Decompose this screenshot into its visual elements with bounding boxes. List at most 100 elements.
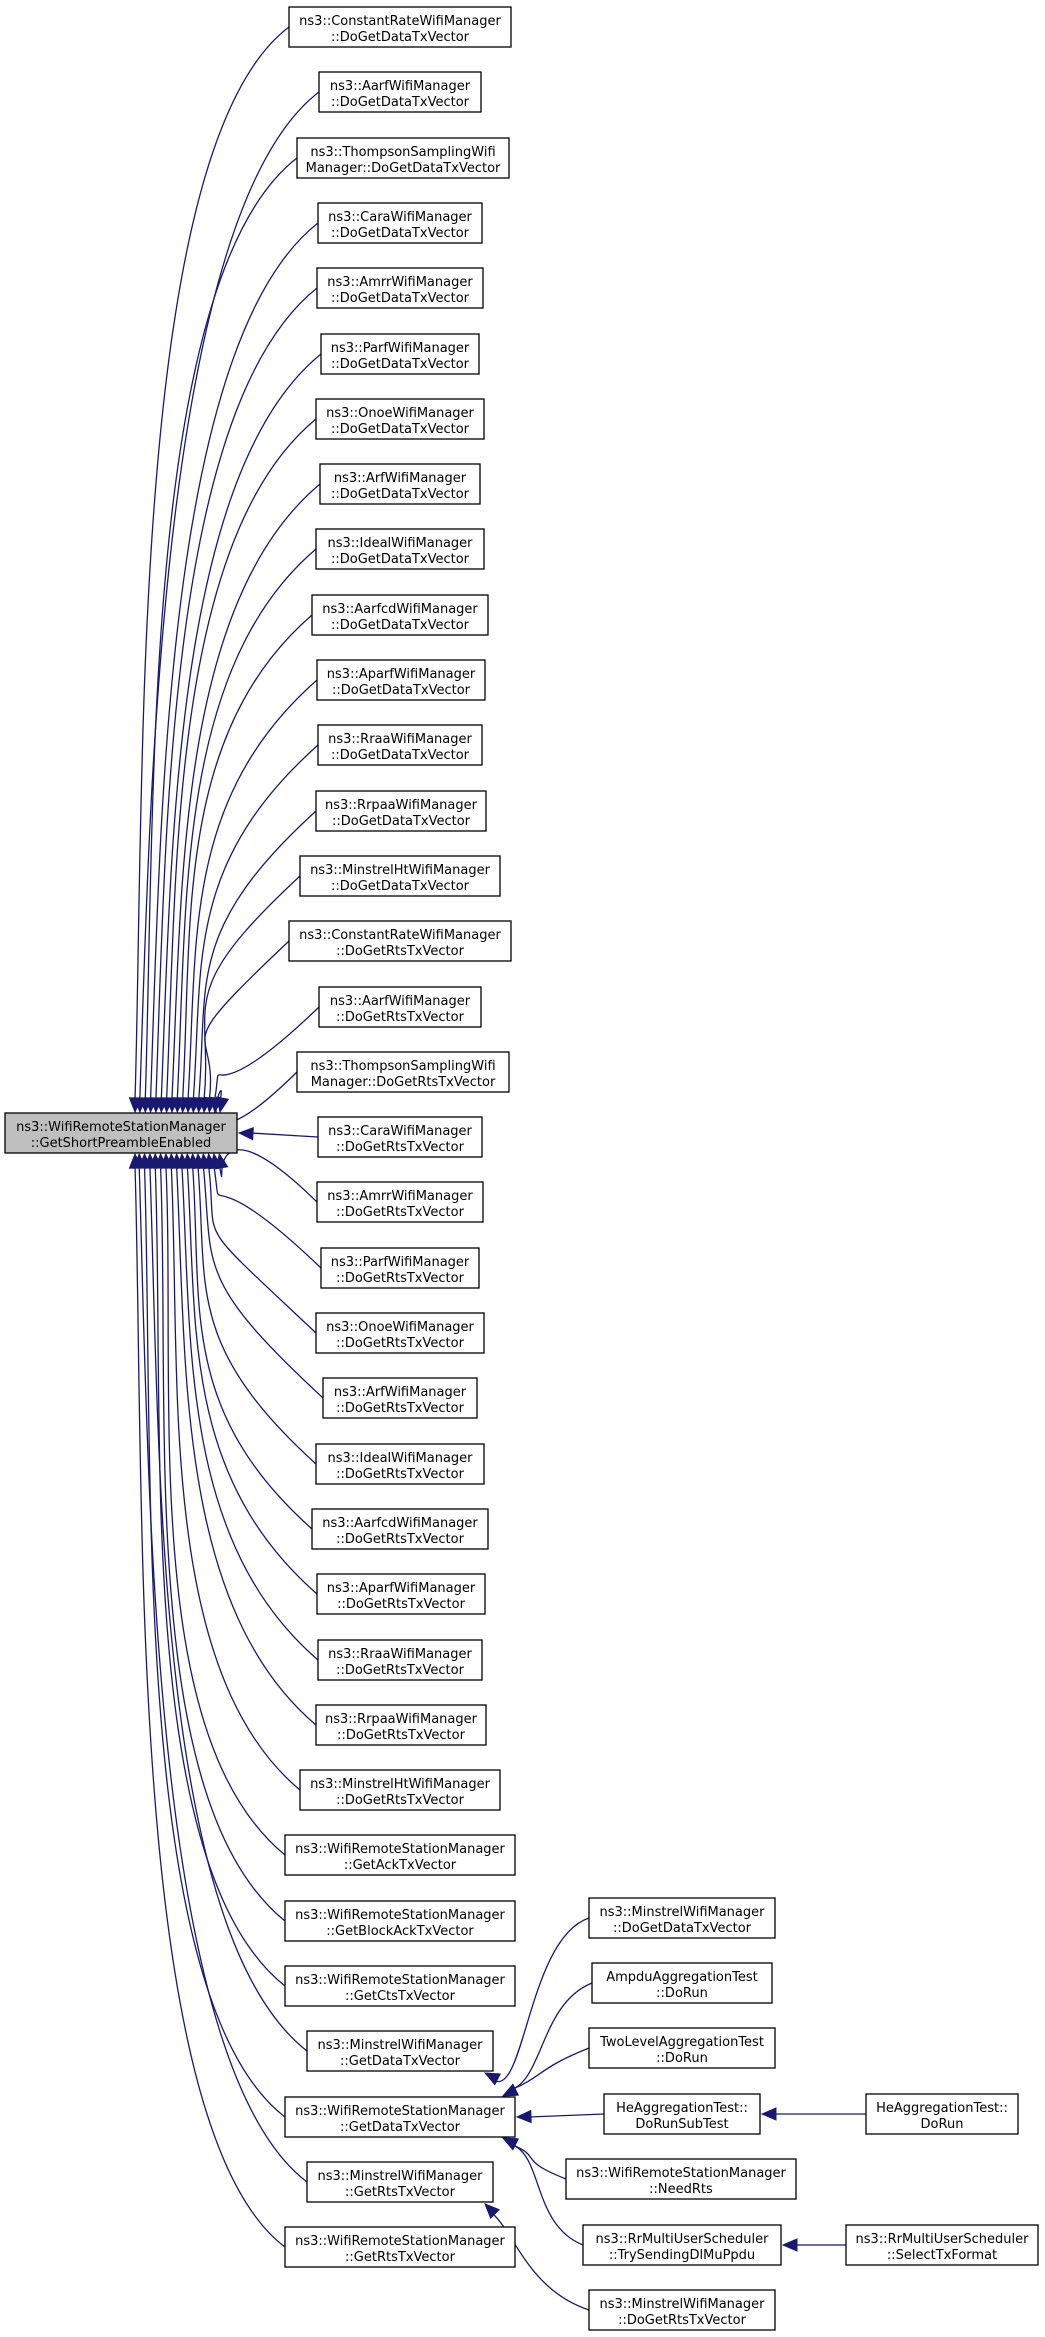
node-box	[316, 1573, 486, 1615]
node-amrrwifimanager-dogetrtstxvector[interactable]: ns3::AmrrWifiManager::DoGetRtsTxVector	[316, 1181, 484, 1223]
node-label-line2: ::GetDataTxVector	[340, 2054, 461, 2069]
node-amrrwifimanager-dogetdatatxvector[interactable]: ns3::AmrrWifiManager::DoGetDataTxVector	[316, 267, 484, 309]
edge-caller-14	[204, 940, 290, 1101]
node-rraawifimanager-dogetrtstxvector[interactable]: ns3::RraaWifiManager::DoGetRtsTxVector	[317, 1639, 483, 1681]
node-box	[318, 986, 482, 1028]
node-label-line1: ns3::MinstrelWifiManager	[317, 2038, 483, 2053]
node-carawifimanager-dogetdatatxvector[interactable]: ns3::CaraWifiManager::DoGetDataTxVector	[317, 202, 483, 244]
node-box	[315, 790, 487, 832]
node-thompsonsamplingwifi-manager-dogetrtstxvector[interactable]: ns3::ThompsonSamplingWifiManager::DoGetR…	[296, 1051, 510, 1093]
edge-caller-28	[165, 1165, 286, 1856]
node-label-line1: ns3::AmrrWifiManager	[327, 1189, 473, 1204]
node-label-line1: HeAggregationTest::	[616, 2101, 748, 2116]
node-twolevelaggregationtest-dorun[interactable]: TwoLevelAggregationTest::DoRun	[588, 2027, 776, 2069]
node-box	[317, 1639, 483, 1681]
node-carawifimanager-dogetrtstxvector[interactable]: ns3::CaraWifiManager::DoGetRtsTxVector	[317, 1116, 483, 1158]
node-constantratewifimanager-dogetrtstxvector[interactable]: ns3::ConstantRateWifiManager::DoGetRtsTx…	[288, 920, 512, 962]
node-ampduaggregationtest-dorun[interactable]: AmpduAggregationTest::DoRun	[591, 1962, 773, 2004]
node-label-line1: ns3::ParfWifiManager	[331, 341, 470, 356]
node-onoewifimanager-dogetrtstxvector[interactable]: ns3::OnoeWifiManager::DoGetRtsTxVector	[315, 1312, 485, 1354]
edge-caller-12	[198, 810, 317, 1101]
node-box	[317, 1116, 483, 1158]
node-box	[316, 659, 486, 701]
node-thompsonsamplingwifi-manager-dogetdatatxvector[interactable]: ns3::ThompsonSamplingWifiManager::DoGetD…	[296, 137, 510, 179]
edge-caller-3	[149, 222, 319, 1101]
node-label-line1: ns3::MinstrelWifiManager	[599, 1905, 765, 1920]
node-minstrelwifimanager-getdatatxvector[interactable]: ns3::MinstrelWifiManager::GetDataTxVecto…	[306, 2030, 494, 2072]
node-label-line1: TwoLevelAggregationTest	[599, 2035, 764, 2050]
node-label-line1: ns3::ParfWifiManager	[331, 1255, 470, 1270]
node-box	[318, 71, 482, 113]
node-box	[317, 202, 483, 244]
edge-caller-15	[214, 1006, 320, 1101]
node-label-line1: ns3::ConstantRateWifiManager	[299, 14, 501, 29]
node-label-line1: ns3::OnoeWifiManager	[326, 406, 474, 421]
node-box	[315, 528, 485, 570]
edge-caller-4	[155, 287, 318, 1101]
node-aparfwifimanager-dogetrtstxvector[interactable]: ns3::AparfWifiManager::DoGetRtsTxVector	[316, 1573, 486, 1615]
node-parfwifimanager-dogetrtstxvector[interactable]: ns3::ParfWifiManager::DoGetRtsTxVector	[320, 1247, 480, 1289]
node-box	[284, 1834, 516, 1876]
node-label-line2: ::DoGetDataTxVector	[331, 291, 470, 306]
node-label-line1: HeAggregationTest::	[876, 2101, 1008, 2116]
node-aarfwifimanager-dogetdatatxvector[interactable]: ns3::AarfWifiManager::DoGetDataTxVector	[318, 71, 482, 113]
node-box	[299, 1769, 501, 1811]
node-wifiremotestationmanager-getblockacktxvector[interactable]: ns3::WifiRemoteStationManager::GetBlockA…	[284, 1900, 516, 1942]
node-rrmultiuserscheduler-trysendingdlmuppdu[interactable]: ns3::RrMultiUserScheduler::TrySendingDlM…	[582, 2224, 782, 2266]
node-heaggregationtest-dorun[interactable]: HeAggregationTest::DoRun	[865, 2093, 1019, 2135]
edge-caller-34-arrowhead	[128, 1152, 143, 1169]
node-idealwifimanager-dogetdatatxvector[interactable]: ns3::IdealWifiManager::DoGetDataTxVector	[315, 528, 485, 570]
edge-l2-2	[512, 2047, 590, 2090]
node-rrmultiuserscheduler-selecttxformat[interactable]: ns3::RrMultiUserScheduler::SelectTxForma…	[845, 2224, 1039, 2266]
node-wifiremotestationmanager-getacktxvector[interactable]: ns3::WifiRemoteStationManager::GetAckTxV…	[284, 1834, 516, 1876]
node-box	[315, 1443, 485, 1485]
node-arfwifimanager-dogetdatatxvector[interactable]: ns3::ArfWifiManager::DoGetDataTxVector	[319, 463, 481, 505]
node-wifiremotestationmanager-getctstxvector[interactable]: ns3::WifiRemoteStationManager::GetCtsTxV…	[284, 1965, 516, 2007]
node-wifiremotestationmanager-getrtstxvector[interactable]: ns3::WifiRemoteStationManager::GetRtsTxV…	[284, 2226, 516, 2268]
edge-caller-22	[197, 1165, 317, 1465]
node-label-line1: ns3::ArfWifiManager	[334, 1385, 467, 1400]
node-rrpaawifimanager-dogetdatatxvector[interactable]: ns3::RrpaaWifiManager::DoGetDataTxVector	[315, 790, 487, 832]
edge-caller-25	[181, 1165, 319, 1661]
node-onoewifimanager-dogetdatatxvector[interactable]: ns3::OnoeWifiManager::DoGetDataTxVector	[315, 398, 485, 440]
node-rrpaawifimanager-dogetrtstxvector[interactable]: ns3::RrpaaWifiManager::DoGetRtsTxVector	[315, 1704, 487, 1746]
edge-caller-17	[250, 1132, 319, 1138]
node-label-line1: ns3::IdealWifiManager	[327, 1451, 473, 1466]
node-minstrelwifimanager-getrtstxvector[interactable]: ns3::MinstrelWifiManager::GetRtsTxVector	[306, 2161, 494, 2203]
node-aarfcdwifimanager-dogetdatatxvector[interactable]: ns3::AarfcdWifiManager::DoGetDataTxVecto…	[311, 594, 489, 636]
node-label-line2: ::GetBlockAckTxVector	[326, 1924, 474, 1939]
node-idealwifimanager-dogetrtstxvector[interactable]: ns3::IdealWifiManager::DoGetRtsTxVector	[315, 1443, 485, 1485]
node-aparfwifimanager-dogetdatatxvector[interactable]: ns3::AparfWifiManager::DoGetDataTxVector	[316, 659, 486, 701]
node-label-line2: ::DoGetDataTxVector	[332, 683, 471, 698]
node-label-line1: ns3::WifiRemoteStationManager	[295, 1973, 505, 1988]
node-rraawifimanager-dogetdatatxvector[interactable]: ns3::RraaWifiManager::DoGetDataTxVector	[317, 724, 483, 766]
node-label-line1: ns3::RrpaaWifiManager	[325, 798, 478, 813]
node-label-line2: ::DoGetDataTxVector	[331, 422, 470, 437]
node-aarfwifimanager-dogetrtstxvector[interactable]: ns3::AarfWifiManager::DoGetRtsTxVector	[318, 986, 482, 1028]
node-constantratewifimanager-dogetdatatxvector[interactable]: ns3::ConstantRateWifiManager::DoGetDataT…	[288, 6, 512, 48]
node-box	[288, 6, 512, 48]
node-heaggregationtest-dorunsubtest[interactable]: HeAggregationTest::DoRunSubTest	[603, 2093, 761, 2135]
node-minstrelwifimanager-dogetdatatxvector[interactable]: ns3::MinstrelWifiManager::DoGetDataTxVec…	[588, 1897, 776, 1939]
node-wifiremotestationmanager-needrts[interactable]: ns3::WifiRemoteStationManager::NeedRts	[565, 2158, 797, 2200]
node-label-line2: ::GetShortPreambleEnabled	[31, 1136, 212, 1151]
node-box	[296, 137, 510, 179]
node-box	[316, 1181, 484, 1223]
node-box	[865, 2093, 1019, 2135]
node-label-line2: ::DoGetDataTxVector	[331, 879, 470, 894]
node-label-line2: ::DoGetRtsTxVector	[336, 944, 465, 959]
node-arfwifimanager-dogetrtstxvector[interactable]: ns3::ArfWifiManager::DoGetRtsTxVector	[322, 1377, 478, 1419]
node-wifiremotestationmanager-getdatatxvector[interactable]: ns3::WifiRemoteStationManager::GetDataTx…	[284, 2096, 516, 2138]
node-minstrelhtwifimanager-dogetrtstxvector[interactable]: ns3::MinstrelHtWifiManager::DoGetRtsTxVe…	[299, 1769, 501, 1811]
edge-caller-6	[165, 418, 317, 1101]
node-label-line2: ::DoGetDataTxVector	[331, 552, 470, 567]
node-minstrelhtwifimanager-dogetdatatxvector[interactable]: ns3::MinstrelHtWifiManager::DoGetDataTxV…	[299, 855, 501, 897]
node-box	[306, 2161, 494, 2203]
node-label-line1: ns3::RraaWifiManager	[328, 1647, 472, 1662]
node-minstrelwifimanager-dogetrtstxvector[interactable]: ns3::MinstrelWifiManager::DoGetRtsTxVect…	[588, 2289, 776, 2331]
node-aarfcdwifimanager-dogetrtstxvector[interactable]: ns3::AarfcdWifiManager::DoGetRtsTxVector	[311, 1508, 489, 1550]
node-label-line2: ::DoGetRtsTxVector	[618, 2313, 747, 2328]
edge-l2-4	[512, 2144, 567, 2180]
node-wifiremotestationmanager-getshortpreambleenabled[interactable]: ns3::WifiRemoteStationManager::GetShortP…	[4, 1112, 238, 1154]
node-parfwifimanager-dogetdatatxvector[interactable]: ns3::ParfWifiManager::DoGetDataTxVector	[320, 333, 480, 375]
